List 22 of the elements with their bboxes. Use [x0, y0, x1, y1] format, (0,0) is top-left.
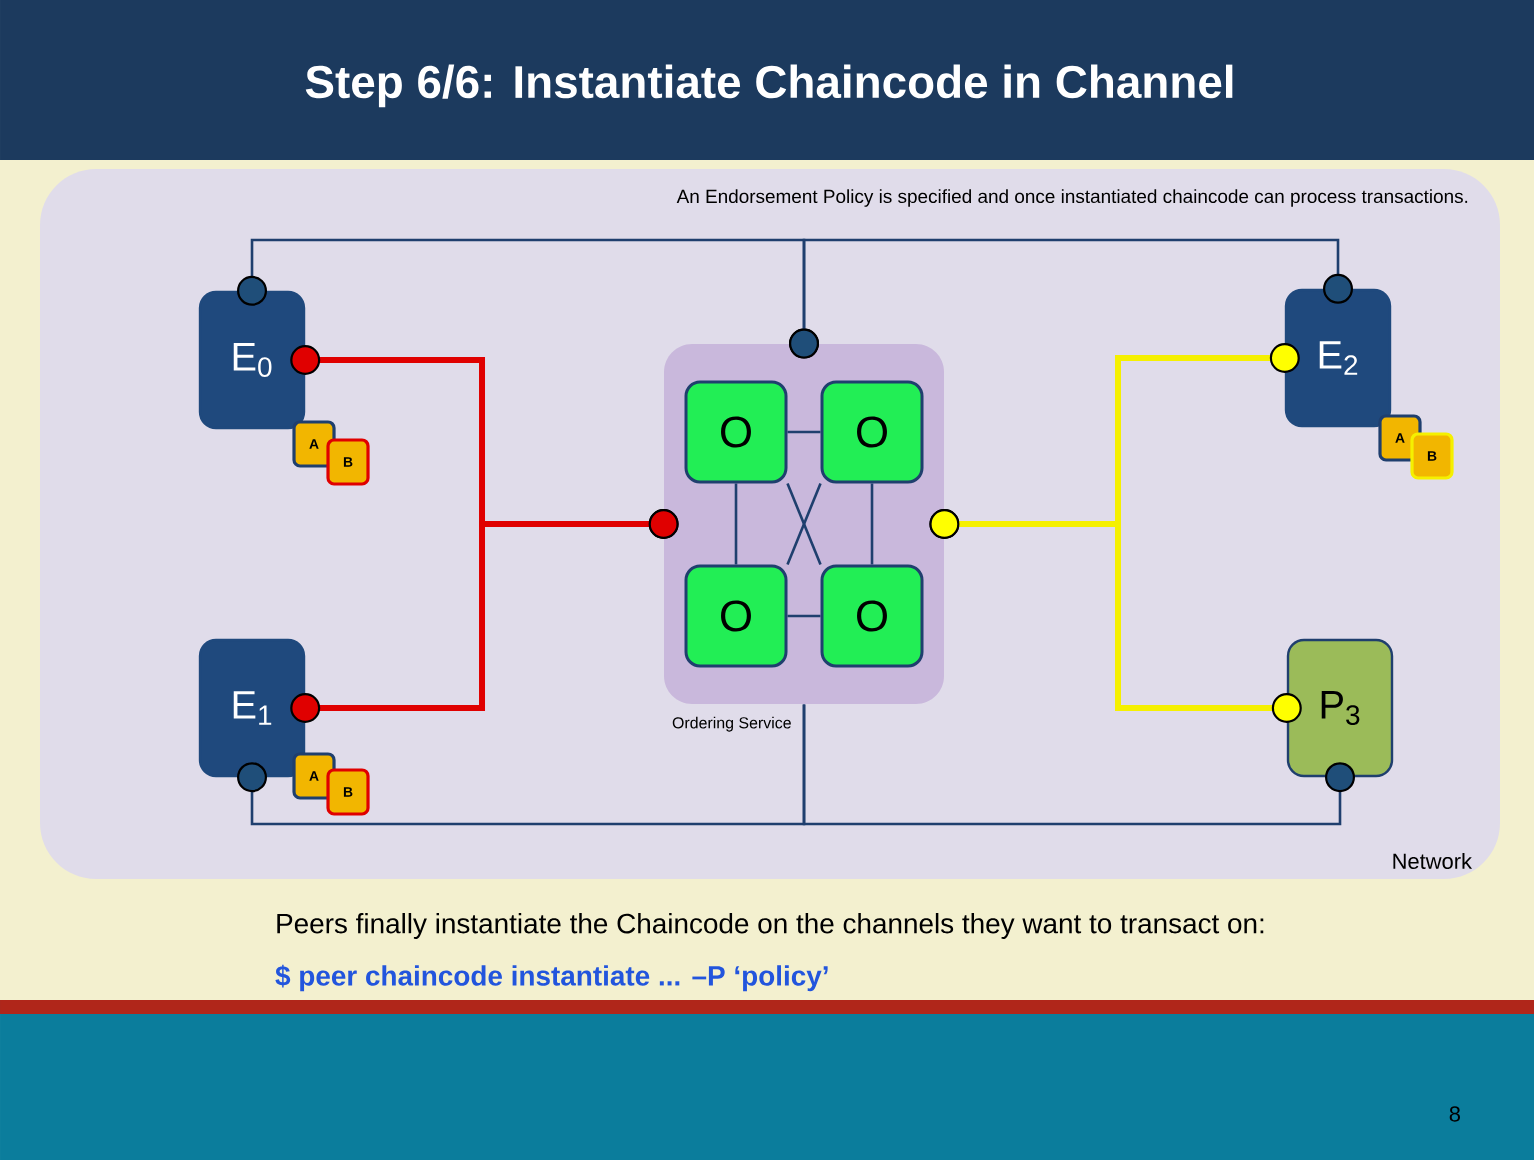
connector-line — [789, 238, 1353, 359]
orderer-box: O — [820, 380, 924, 484]
endorser-box: E$_{1}$ — [198, 638, 306, 778]
page-number: 8 — [1449, 1106, 1460, 1122]
connector-line — [787, 430, 821, 434]
body-text: Peers finally instantiate the Chaincode on the channels they want to transact on: — [277, 913, 1264, 939]
connector-line — [870, 483, 874, 565]
orderer-box: O — [684, 380, 788, 484]
command-text: $ peer chaincode instantiate ... –P ‘policy’ — [275, 964, 828, 992]
connector-line — [787, 614, 821, 618]
connector-line — [929, 509, 1302, 723]
peer-box: P$_{3}$ — [1286, 638, 1394, 778]
endorser-box: E$_{0}$ — [198, 290, 306, 430]
orderer-box: O — [684, 564, 788, 668]
note-text: An Endorsement Policy is specified and once instantiated chaincode can process transactions. — [676, 189, 1468, 207]
endorser-box: E$_{2}$ — [1284, 288, 1392, 428]
slide-title: Step 6/6: Instantiate Chaincode in Channel — [305, 64, 1233, 108]
connector-line — [734, 483, 738, 565]
connector-line — [786, 483, 822, 565]
connector-line — [290, 509, 679, 723]
connector-line — [802, 704, 1355, 826]
orderer-box: O — [820, 564, 924, 668]
